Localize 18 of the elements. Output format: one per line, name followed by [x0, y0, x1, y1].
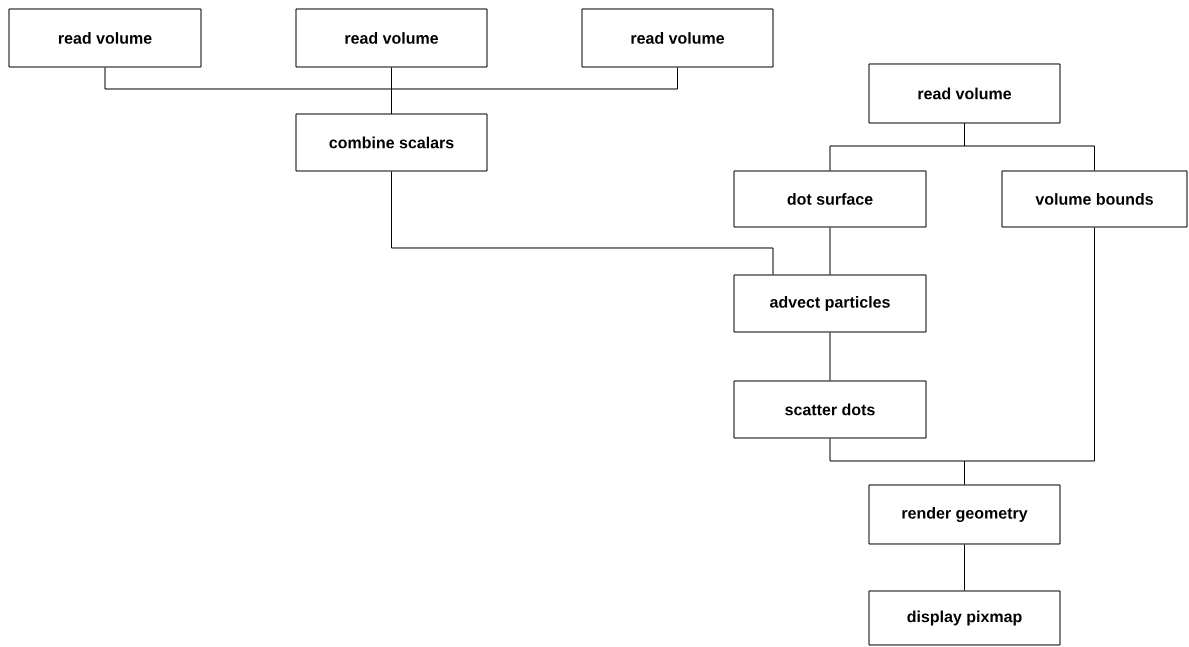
connector-line: [964, 227, 1095, 485]
process-box: read volume: [8, 8, 202, 68]
process-box: read volume: [295, 8, 488, 68]
process-box: display pixmap: [868, 590, 1061, 646]
process-box: render geometry: [868, 484, 1061, 545]
connector-line: [964, 544, 965, 591]
connector-line: [964, 123, 1095, 171]
process-box: scatter dots: [733, 380, 927, 439]
process-box: read volume: [581, 8, 774, 68]
connector-line: [391, 67, 678, 114]
process-box: dot surface: [733, 170, 927, 228]
process-box: combine scalars: [295, 113, 488, 172]
connector-line: [829, 227, 831, 275]
process-box: advect particles: [733, 274, 927, 333]
process-box: read volume: [868, 63, 1061, 124]
process-box: volume bounds: [1001, 170, 1188, 228]
connector-line: [829, 332, 831, 381]
connector-line: [391, 171, 774, 275]
